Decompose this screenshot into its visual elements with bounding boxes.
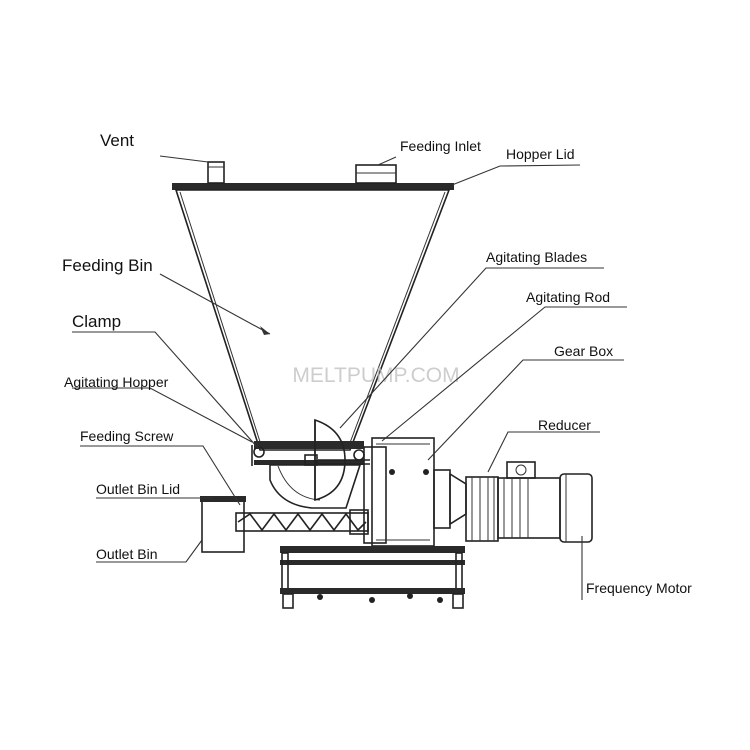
outlet-bin-lid [200, 496, 246, 502]
label-agitating-hopper: Agitating Hopper [64, 374, 169, 390]
gear-box [363, 437, 467, 547]
label-outlet-bin: Outlet Bin [96, 546, 157, 562]
feeding-bin [174, 189, 451, 451]
label-feeding-bin: Feeding Bin [62, 256, 153, 275]
outlet-bin [201, 499, 245, 553]
agitating-rod [318, 459, 370, 465]
frequency-motor [497, 461, 593, 543]
feeding-screw [235, 509, 369, 535]
vent [207, 161, 225, 184]
label-hopper-lid: Hopper Lid [506, 146, 575, 162]
feeding-inlet [355, 164, 397, 184]
label-frequency-motor: Frequency Motor [586, 580, 692, 596]
watermark: MELTPUMP.COM [292, 364, 459, 387]
base-frame [280, 546, 465, 609]
label-feeding-inlet: Feeding Inlet [400, 138, 481, 154]
label-clamp: Clamp [72, 312, 121, 331]
hopper-lid [172, 183, 454, 190]
leader-lines [72, 155, 627, 600]
label-feeding-screw: Feeding Screw [80, 428, 174, 444]
reducer [465, 476, 499, 542]
clamp [251, 441, 365, 466]
label-outlet-bin-lid: Outlet Bin Lid [96, 481, 180, 497]
label-vent: Vent [100, 131, 134, 150]
label-gear-box: Gear Box [554, 343, 613, 359]
label-reducer: Reducer [538, 417, 591, 433]
label-agitating-blades: Agitating Blades [486, 249, 587, 265]
label-agitating-rod: Agitating Rod [526, 289, 610, 305]
